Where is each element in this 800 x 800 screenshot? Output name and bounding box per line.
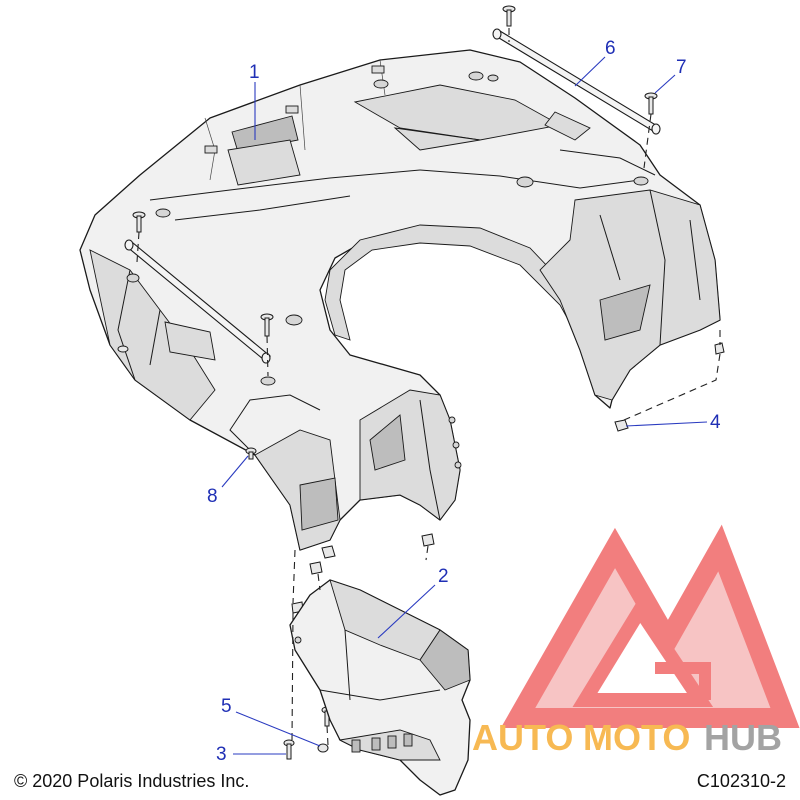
watermark-word-hub: HUB: [704, 717, 782, 758]
callout-4: 4: [710, 412, 721, 433]
callout-7: 7: [676, 57, 687, 78]
callout-5: 5: [221, 696, 232, 717]
copyright-notice: © 2020 Polaris Industries Inc.: [14, 771, 250, 791]
fastener-left-edge: [117, 345, 129, 353]
rack-rod-rear: [492, 28, 661, 135]
watermark-logo-icon: [500, 524, 800, 728]
watermark-word-auto: AUTO: [472, 717, 573, 758]
bolt-top: [502, 5, 516, 27]
automotohub-watermark: AUTO MOTO HUB: [472, 524, 800, 758]
rack-rod-side: [124, 239, 272, 364]
callout-8: 8: [207, 486, 218, 507]
assembly-lines: [136, 28, 721, 746]
callout-1: 1: [249, 62, 260, 83]
bolt-3: [283, 739, 295, 760]
bolt-center: [260, 313, 274, 337]
callout-leaders: [221, 56, 708, 755]
rear-rack-body: [79, 49, 721, 551]
fastener-8: [245, 447, 257, 460]
callout-3: 3: [216, 744, 227, 765]
splash-guard: [289, 579, 471, 796]
watermark-word-moto: MOTO: [583, 717, 690, 758]
callout-2: 2: [438, 566, 449, 587]
fastener-5: [317, 743, 329, 753]
callouts: 1 2 3 4 5 6 7 8: [207, 38, 721, 765]
fastener-4: [614, 419, 629, 432]
bolt-7: [644, 92, 658, 115]
callout-6: 6: [605, 38, 616, 59]
clip-fasteners: [291, 533, 435, 614]
figure-id: C102310-2: [696, 771, 786, 791]
